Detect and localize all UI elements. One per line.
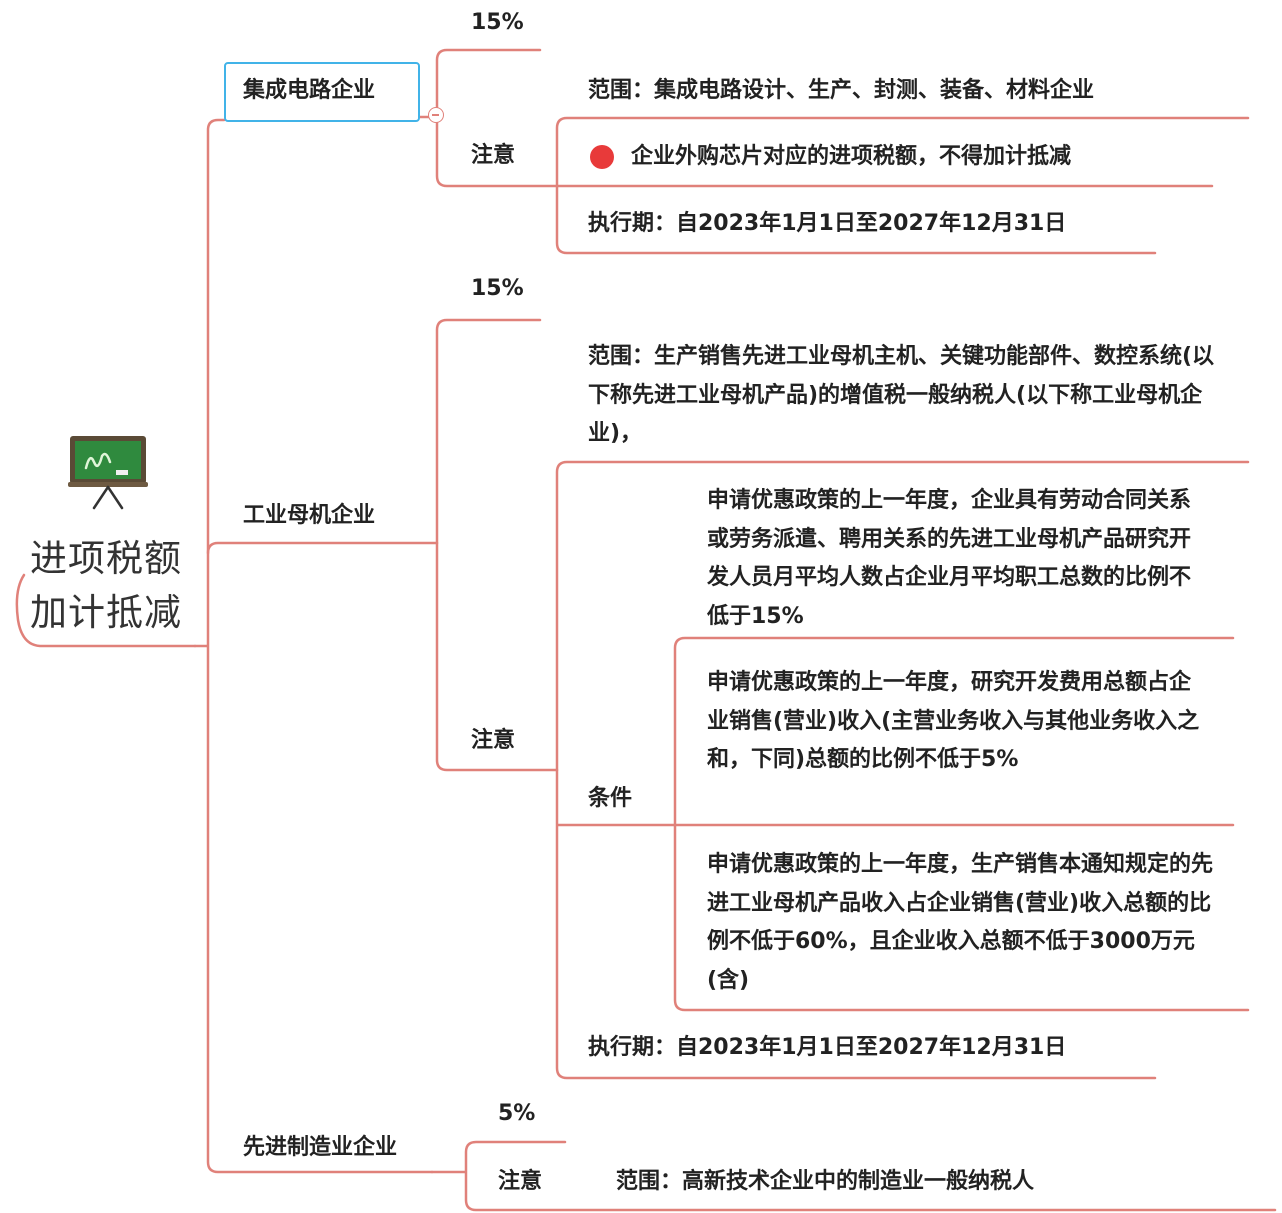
node-ic-period[interactable]: 执行期：自2023年1月1日至2027年12月31日 bbox=[588, 211, 1067, 236]
node-machine-note[interactable]: 注意 bbox=[471, 728, 516, 753]
ic-note-spine bbox=[555, 116, 1250, 255]
node-ic-note[interactable]: 注意 bbox=[471, 143, 516, 168]
node-machine-condition[interactable]: 条件 bbox=[588, 786, 633, 811]
node-machine-period[interactable]: 执行期：自2023年1月1日至2027年12月31日 bbox=[588, 1035, 1067, 1060]
node-advanced-enterprise[interactable]: 先进制造业企业 bbox=[243, 1135, 398, 1160]
node-ic-warning[interactable]: 企业外购芯片对应的进项税额，不得加计抵减 bbox=[631, 144, 1072, 169]
node-condition-3[interactable]: 申请优惠政策的上一年度，生产销售本通知规定的先进工业母机产品收入占企业销售(营业… bbox=[707, 852, 1214, 993]
node-advanced-note[interactable]: 注意 bbox=[498, 1169, 543, 1194]
spine-level1 bbox=[193, 118, 434, 1174]
blackboard-icon bbox=[68, 436, 148, 510]
node-condition-1[interactable]: 申请优惠政策的上一年度，企业具有劳动合同关系或劳务派遣、聘用关系的先进工业母机产… bbox=[707, 488, 1192, 629]
collapse-toggle-icon[interactable] bbox=[428, 107, 444, 123]
red-dot-icon bbox=[590, 145, 614, 169]
root-title: 进项税额加计抵减 bbox=[30, 537, 182, 634]
node-ic-rate[interactable]: 15% bbox=[471, 10, 524, 35]
node-machine-enterprise[interactable]: 工业母机企业 bbox=[243, 503, 376, 528]
selected-node-frame[interactable] bbox=[224, 62, 420, 122]
node-advanced-rate[interactable]: 5% bbox=[498, 1101, 536, 1126]
node-advanced-scope[interactable]: 范围：高新技术企业中的制造业一般纳税人 bbox=[616, 1169, 1035, 1194]
root-underline bbox=[15, 573, 197, 648]
advanced-spine bbox=[430, 1140, 1277, 1212]
node-ic-enterprise[interactable]: 集成电路企业 bbox=[243, 78, 376, 103]
machine-spine bbox=[435, 318, 559, 772]
condition-spine bbox=[673, 636, 1250, 1012]
machine-note-spine bbox=[555, 460, 1250, 1080]
node-condition-2[interactable]: 申请优惠政策的上一年度，研究开发费用总额占企业销售(营业)收入(主营业务收入与其… bbox=[707, 670, 1200, 772]
node-machine-rate[interactable]: 15% bbox=[471, 276, 524, 301]
connector-machine bbox=[206, 541, 439, 555]
node-machine-scope[interactable]: 范围：生产销售先进工业母机主机、关键功能部件、数控系统(以下称先进工业母机产品)… bbox=[588, 344, 1215, 446]
node-ic-scope[interactable]: 范围：集成电路设计、生产、封测、装备、材料企业 bbox=[588, 78, 1095, 103]
